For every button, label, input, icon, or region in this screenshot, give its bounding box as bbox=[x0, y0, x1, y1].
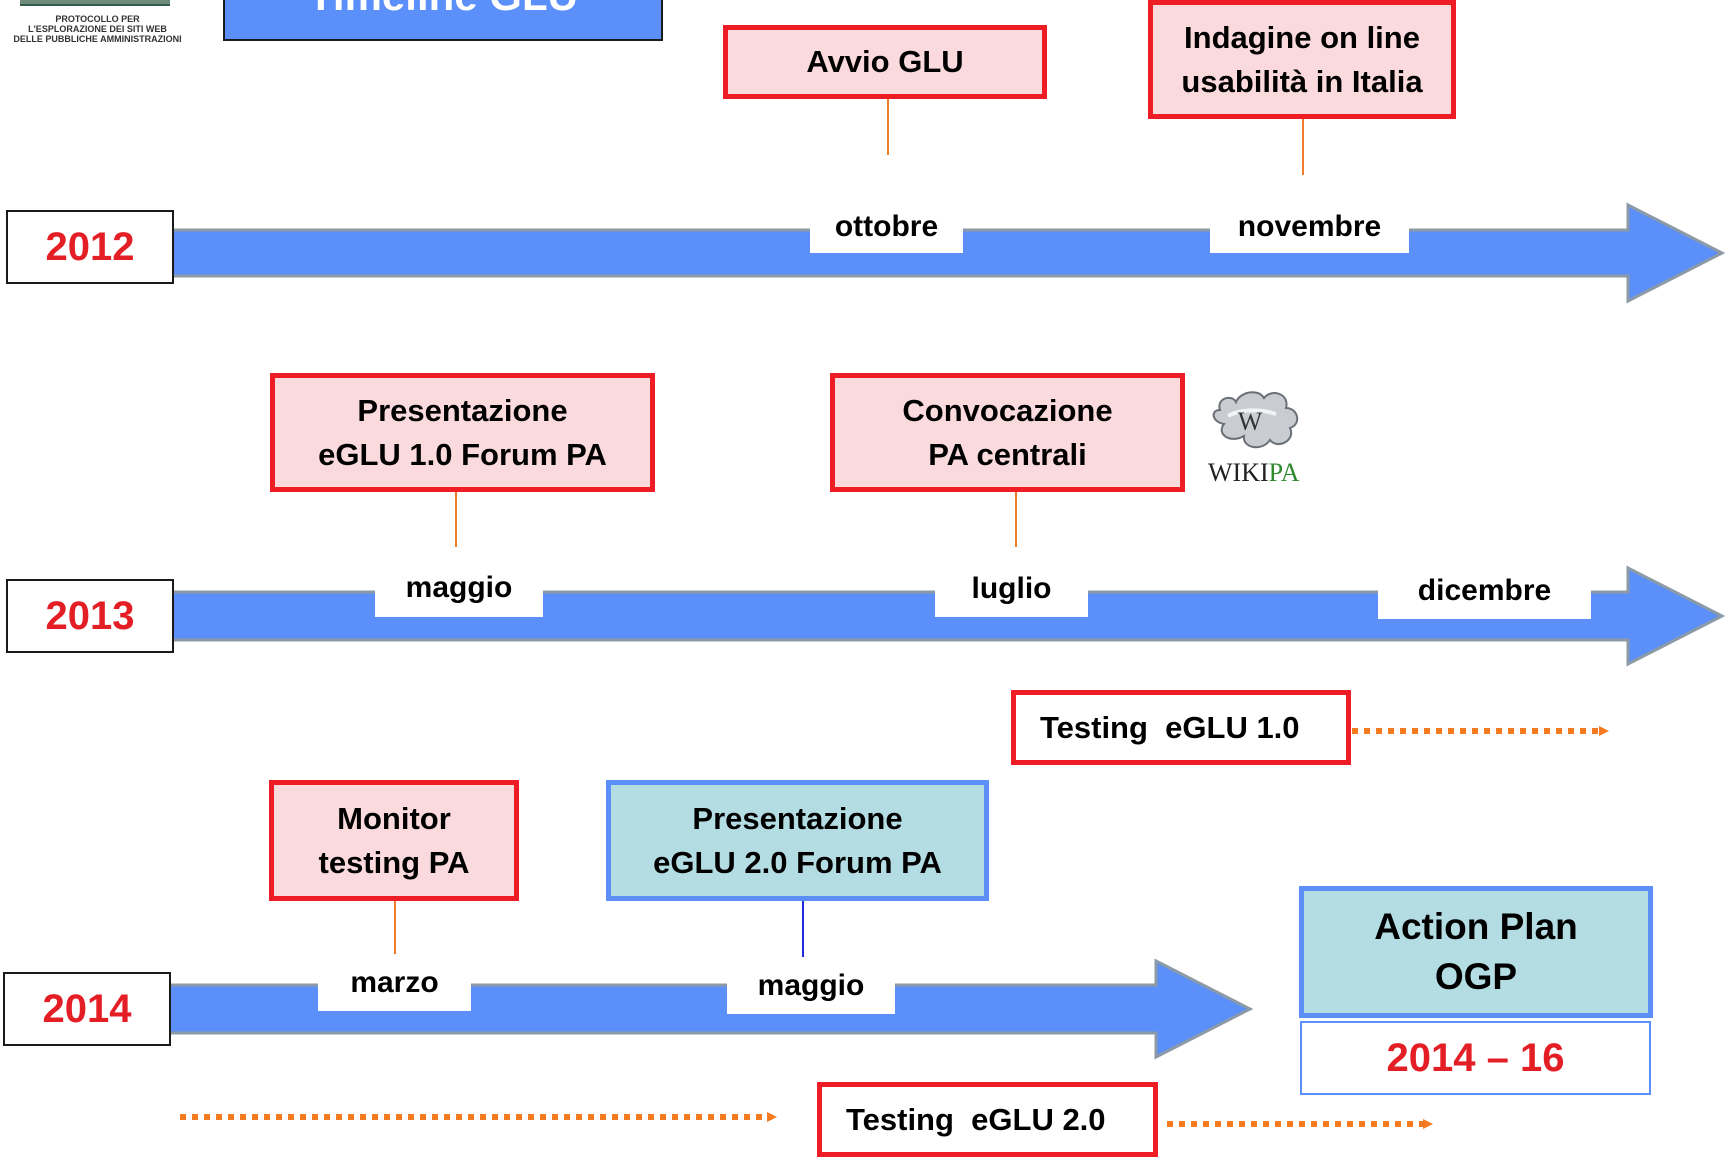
event-indagine: Indagine on line usabilità in Italia bbox=[1148, 0, 1456, 119]
year-label-2014: 2014 bbox=[3, 972, 171, 1046]
logo-mark bbox=[20, 0, 170, 6]
event-presentazione-eglu-2: Presentazione eGLU 2.0 Forum PA bbox=[606, 780, 989, 901]
month-maggio-2014: maggio bbox=[727, 957, 895, 1014]
action-plan-period: 2014 – 16 bbox=[1300, 1021, 1651, 1095]
month-dicembre: dicembre bbox=[1378, 562, 1591, 619]
logo: PROTOCOLLO PER L'ESPLORAZIONE DEI SITI W… bbox=[0, 0, 195, 52]
logo-line-3: DELLE PUBBLICHE AMMINISTRAZIONI bbox=[13, 34, 182, 44]
timeline-arrow-2012 bbox=[158, 202, 1726, 304]
event-convocazione-line-1: Convocazione bbox=[902, 392, 1113, 428]
event-presentazione-2-line-1: Presentazione bbox=[692, 800, 903, 836]
wikipa-label-prefix: WIKI bbox=[1208, 458, 1269, 487]
month-maggio-2013: maggio bbox=[375, 558, 543, 617]
event-monitor-line-2: testing PA bbox=[318, 844, 470, 880]
event-indagine-line-1: Indagine on line bbox=[1184, 19, 1420, 55]
title-box: Timeline GLU bbox=[223, 0, 663, 41]
event-convocazione-line-2: PA centrali bbox=[928, 436, 1087, 472]
action-plan-line-1: Action Plan bbox=[1374, 906, 1578, 947]
puzzle-piece-icon: W bbox=[1212, 391, 1299, 449]
logo-line-2: L'ESPLORAZIONE DEI SITI WEB bbox=[28, 24, 167, 34]
wikipa-label-suffix: PA bbox=[1268, 458, 1300, 487]
testing-eglu-2: Testing eGLU 2.0 bbox=[817, 1082, 1158, 1157]
event-monitor-line-1: Monitor bbox=[337, 800, 451, 836]
svg-text:W: W bbox=[1238, 407, 1263, 436]
event-monitor-testing: Monitor testing PA bbox=[269, 780, 519, 901]
logo-text: PROTOCOLLO PER L'ESPLORAZIONE DEI SITI W… bbox=[0, 14, 195, 44]
action-plan-box: Action Plan OGP bbox=[1299, 886, 1653, 1018]
wikipa-label: WIKIPA bbox=[1208, 458, 1318, 488]
month-luglio: luglio bbox=[935, 560, 1088, 617]
action-plan-line-2: OGP bbox=[1434, 956, 1518, 997]
event-presentazione-1-line-2: eGLU 1.0 Forum PA bbox=[318, 436, 607, 472]
month-ottobre: ottobre bbox=[810, 200, 963, 253]
event-avvio-glu: Avvio GLU bbox=[723, 25, 1047, 99]
testing-eglu-1: Testing eGLU 1.0 bbox=[1011, 690, 1351, 765]
logo-line-1: PROTOCOLLO PER bbox=[55, 14, 140, 24]
year-label-2012: 2012 bbox=[6, 210, 174, 284]
page-title: Timeline GLU bbox=[225, 0, 661, 20]
month-novembre: novembre bbox=[1210, 200, 1409, 253]
event-presentazione-eglu-1: Presentazione eGLU 1.0 Forum PA bbox=[270, 373, 655, 492]
event-convocazione: Convocazione PA centrali bbox=[830, 373, 1185, 492]
event-presentazione-2-line-2: eGLU 2.0 Forum PA bbox=[653, 844, 942, 880]
event-avvio-line-1: Avvio GLU bbox=[806, 44, 964, 79]
event-indagine-line-2: usabilità in Italia bbox=[1181, 63, 1423, 99]
wikipa-logo: W WIKIPA bbox=[1198, 380, 1318, 490]
event-presentazione-1-line-1: Presentazione bbox=[357, 392, 568, 428]
month-marzo: marzo bbox=[318, 954, 471, 1011]
year-label-2013: 2013 bbox=[6, 579, 174, 653]
